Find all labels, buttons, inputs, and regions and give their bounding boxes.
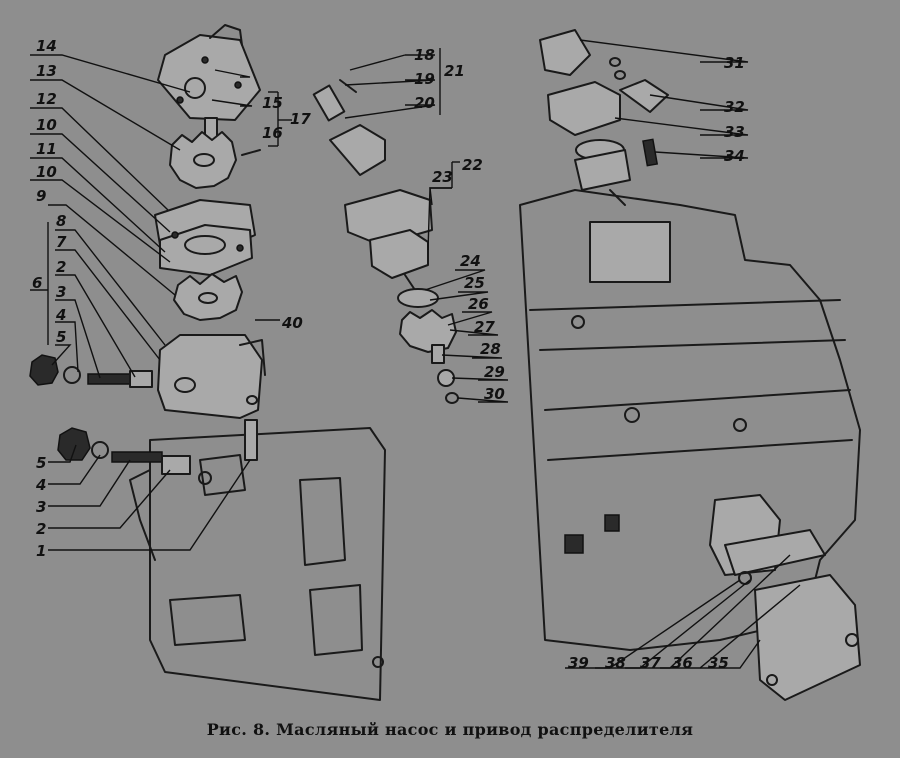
leader-lines xyxy=(30,39,801,669)
distributor-drive-housing xyxy=(539,29,669,206)
oil-pump-installed xyxy=(709,494,861,701)
callout-21: 21 xyxy=(444,62,465,80)
callout-14: 14 xyxy=(36,37,57,55)
callout-4b: 4 xyxy=(35,476,46,494)
callout-9: 9 xyxy=(36,187,46,205)
callout-33: 33 xyxy=(724,123,745,141)
callout-11: 11 xyxy=(36,140,57,158)
callout-28: 28 xyxy=(480,340,501,358)
callout-37: 37 xyxy=(640,654,661,672)
callout-20: 20 xyxy=(414,94,435,112)
callout-26: 26 xyxy=(468,295,489,313)
reduction-valve-lower xyxy=(57,427,191,475)
engine-block-left xyxy=(129,427,386,701)
figure-caption: Рис. 8. Масляный насос и привод распреде… xyxy=(206,720,694,739)
callout-7: 7 xyxy=(56,233,67,251)
upper-gear xyxy=(169,131,237,189)
callout-17: 17 xyxy=(290,110,311,128)
callout-39: 39 xyxy=(568,654,589,672)
callout-3a: 3 xyxy=(56,283,66,301)
callout-27: 27 xyxy=(474,318,495,336)
callout-15: 15 xyxy=(262,94,283,112)
reduction-valve-upper xyxy=(29,354,153,388)
callout-5a: 5 xyxy=(56,328,66,346)
pump-body xyxy=(157,334,266,419)
callout-24: 24 xyxy=(460,252,481,270)
callout-34: 34 xyxy=(724,147,745,165)
callout-23: 23 xyxy=(432,168,453,186)
callout-5b: 5 xyxy=(36,454,46,472)
callout-labels: 14 13 12 10 11 10 9 8 7 2 6 3 4 5 5 4 3 … xyxy=(32,37,745,672)
callout-8: 8 xyxy=(56,212,66,230)
oil-pump-cover xyxy=(157,24,261,121)
engine-block-right xyxy=(519,189,861,651)
callout-18: 18 xyxy=(414,46,435,64)
callout-35: 35 xyxy=(708,654,729,672)
callout-2b: 2 xyxy=(36,520,46,538)
mounting-bolt xyxy=(244,395,258,461)
drive-shaft-assembly xyxy=(312,79,459,404)
callout-13: 13 xyxy=(36,62,57,80)
callout-29: 29 xyxy=(484,363,505,381)
callout-36: 36 xyxy=(672,654,693,672)
callout-40: 40 xyxy=(281,314,303,332)
callout-3b: 3 xyxy=(36,498,46,516)
callout-19: 19 xyxy=(414,70,435,88)
callout-16: 16 xyxy=(262,124,283,142)
callout-12: 12 xyxy=(36,90,57,108)
callout-4a: 4 xyxy=(55,306,66,324)
callout-31: 31 xyxy=(724,54,745,72)
callout-10a: 10 xyxy=(36,116,57,134)
callout-25: 25 xyxy=(464,274,485,292)
callout-2a: 2 xyxy=(56,258,66,276)
lower-gear xyxy=(173,273,243,321)
callout-32: 32 xyxy=(724,98,745,116)
callout-10b: 10 xyxy=(36,163,57,181)
callout-1: 1 xyxy=(36,542,46,560)
callout-22: 22 xyxy=(462,156,483,174)
callout-6: 6 xyxy=(32,274,42,292)
callout-30: 30 xyxy=(484,385,505,403)
gaskets-plates xyxy=(154,199,256,276)
callout-38: 38 xyxy=(605,654,626,672)
